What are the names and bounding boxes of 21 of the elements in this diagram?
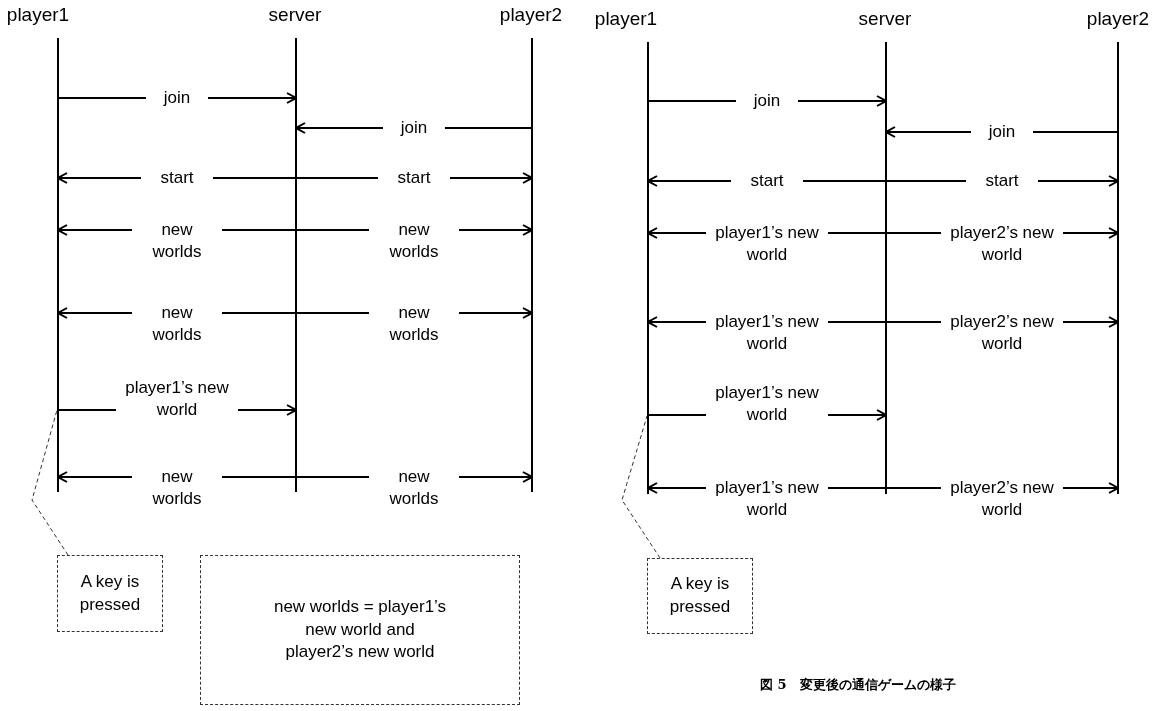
- note-box: [200, 555, 520, 705]
- lifeline: [647, 42, 649, 494]
- note-box: [57, 555, 163, 632]
- note-box: [647, 558, 753, 634]
- note-text: A key is pressed: [78, 570, 142, 616]
- participant-label: server: [858, 8, 912, 30]
- participant-label: server: [268, 4, 322, 26]
- participant-label: player1: [6, 4, 70, 26]
- participant-label: player2: [1086, 8, 1150, 30]
- lifeline: [1117, 42, 1119, 494]
- figure-caption: 図 5 変更後の通信ゲームの様子: [760, 676, 956, 694]
- note-text: new worlds = player1’s new world and player2’s new world: [272, 595, 448, 664]
- participant-label: player2: [499, 4, 563, 26]
- leader-line: [31, 409, 69, 556]
- lifeline: [531, 38, 533, 492]
- leader-line: [621, 415, 661, 559]
- participant-label: player1: [594, 8, 658, 30]
- lifeline: [885, 42, 887, 494]
- note-text: A key is pressed: [668, 573, 732, 618]
- lifeline: [57, 38, 59, 492]
- lifeline: [295, 38, 297, 492]
